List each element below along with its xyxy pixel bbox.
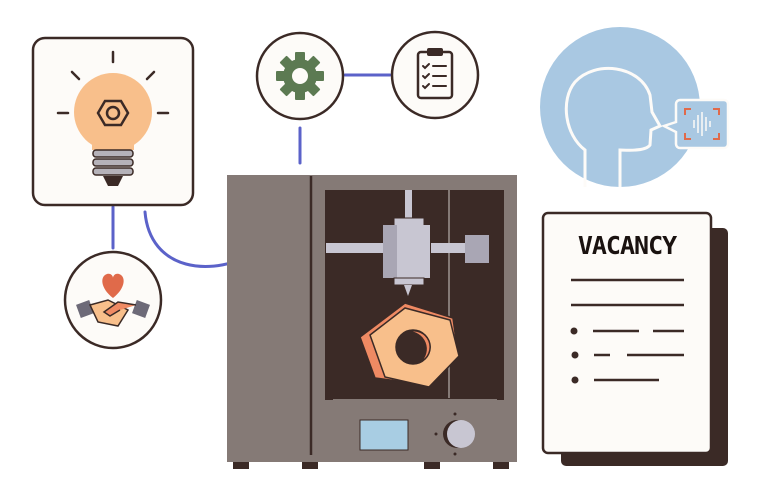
printer-display-screen [359,419,409,451]
heart-icon [102,273,124,298]
handshake-heart-badge [63,250,163,350]
printer-dial-knob [434,412,475,456]
clipboard-checklist-icon [416,48,454,100]
checklist-badge [390,30,480,120]
3d-printer [227,175,517,469]
lightbulb-idea-card [31,36,195,207]
print-head [326,190,489,296]
hex-nut-icon [96,99,130,127]
vacancy-title: VACANCY [578,231,677,260]
gear-badge [255,31,345,121]
vacancy-document: VACANCY [541,211,728,466]
voice-recognition-head [540,27,730,187]
lightbulb-icon [56,50,170,186]
handshake-icon [76,299,150,327]
voice-speech-bubble-icon [660,98,730,150]
head-profile-icon [564,67,663,187]
printed-hex-nut [359,302,460,388]
gear-icon [276,52,324,100]
